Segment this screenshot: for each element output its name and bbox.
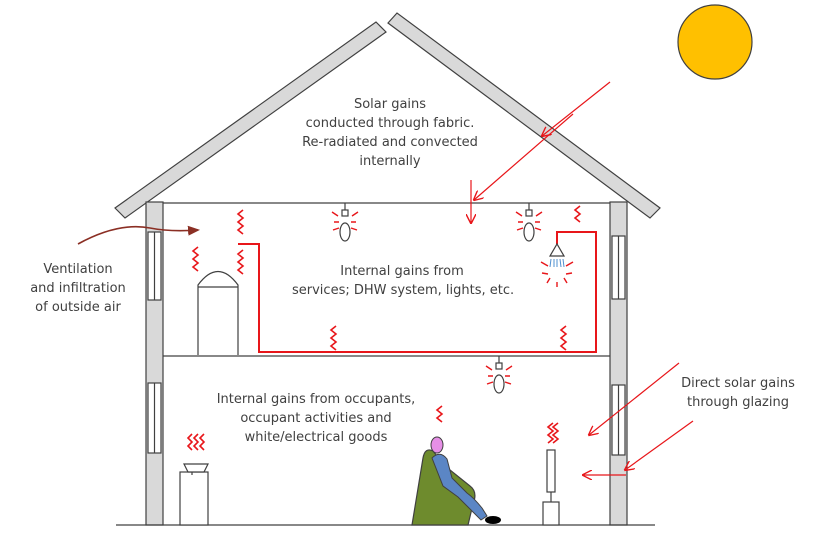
solar-fabric-line-4: internally [359, 154, 421, 169]
roof [114, 12, 661, 219]
solar-fabric-line-1: Solar gains [353, 97, 427, 112]
left-wall [145, 201, 164, 526]
direct-solar-label: Direct solar gains through glazing [668, 374, 808, 412]
ventilation-label: Ventilation and infiltration of outside … [18, 260, 138, 317]
occupants-label: Internal gains from occupants, occupant … [200, 390, 432, 447]
occupants-line-1: Internal gains from occupants, [216, 392, 416, 407]
heat-wave-icon [186, 205, 582, 451]
solar-fabric-line-3: Re-radiated and convected [302, 135, 478, 150]
radiator-icon [542, 449, 560, 526]
occupants-line-3: white/electrical goods [244, 430, 388, 445]
hot-water-cylinder [197, 270, 239, 355]
ventilation-line-2: and infiltration [30, 281, 126, 296]
light-bulb-icon [339, 203, 351, 242]
direct-solar-line-2: through glazing [687, 395, 789, 410]
stove-icon [179, 463, 209, 526]
ventilation-line-3: of outside air [35, 300, 121, 315]
ventilation-line-1: Ventilation [43, 262, 113, 277]
occupant-icon [430, 436, 501, 524]
heat-rays [331, 211, 574, 385]
services-line-2: services; DHW system, lights, etc. [292, 283, 515, 298]
services-line-1: Internal gains from [340, 264, 464, 279]
services-label: Internal gains from services; DHW system… [292, 262, 515, 300]
light-bulb-icon [493, 356, 505, 394]
dhw-pipework [238, 231, 597, 353]
solar-arrows [471, 81, 694, 475]
direct-solar-line-1: Direct solar gains [681, 376, 795, 391]
light-bulb-icon [523, 203, 535, 242]
ventilation-arrow [77, 225, 200, 245]
shower-icon [548, 242, 566, 268]
right-wall [609, 201, 628, 526]
solar-fabric-label: Solar gains conducted through fabric. Re… [280, 95, 500, 171]
occupants-line-2: occupant activities and [240, 411, 392, 426]
solar-fabric-line-2: conducted through fabric. [305, 116, 475, 131]
sun-icon [677, 4, 753, 80]
